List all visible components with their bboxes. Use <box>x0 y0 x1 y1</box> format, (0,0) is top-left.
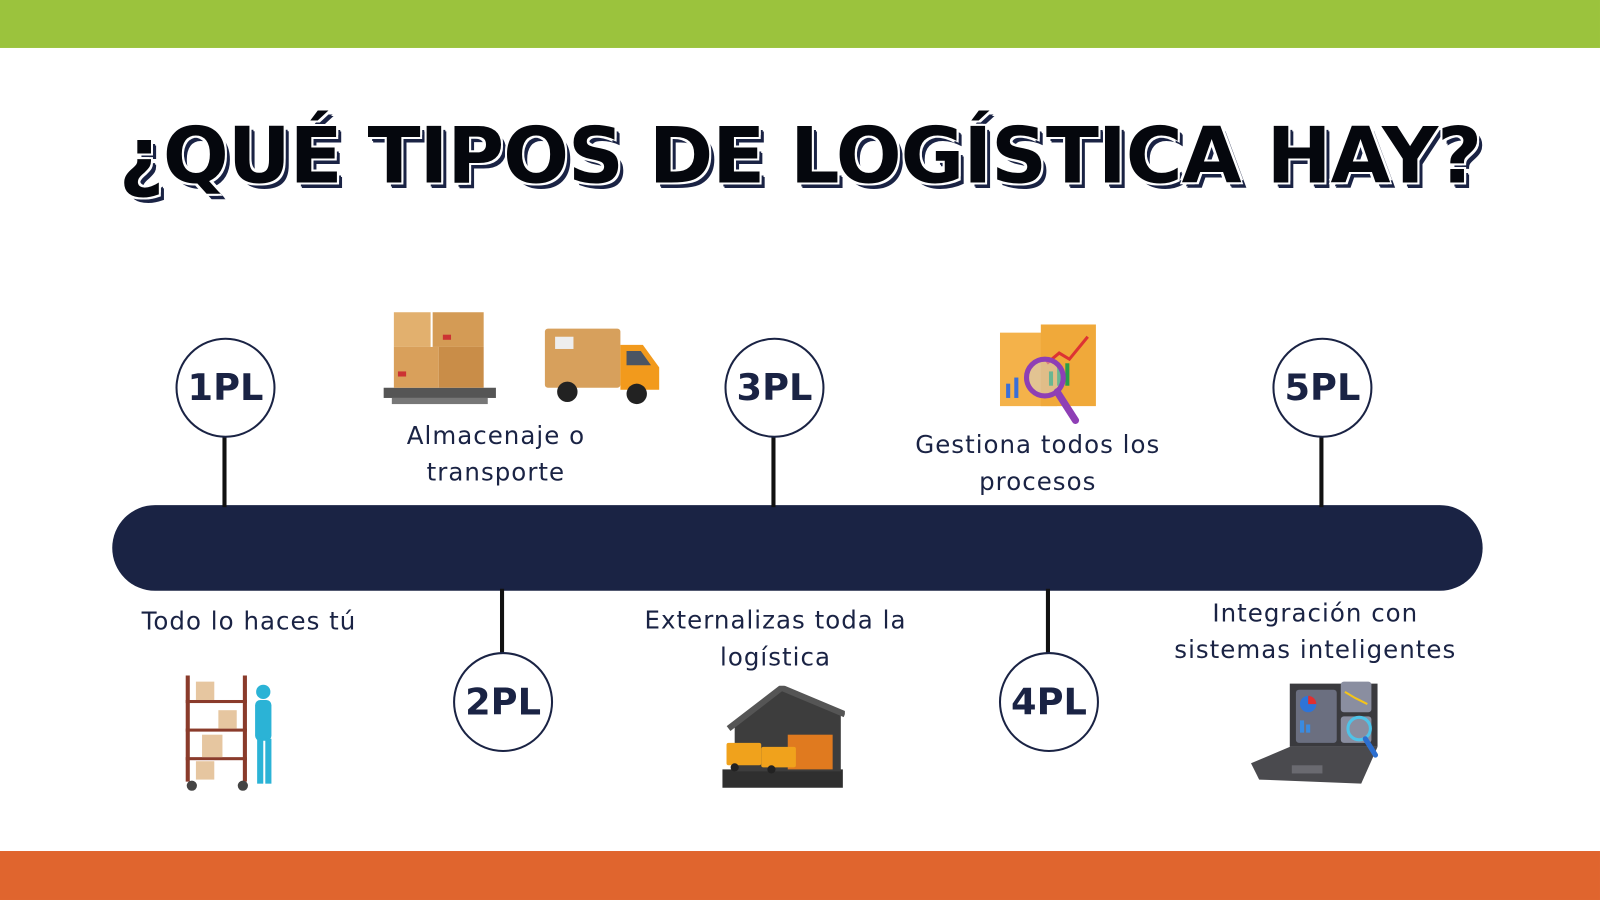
top-accent-bar <box>0 0 1600 48</box>
stem-1pl <box>222 433 227 508</box>
timeline-bar <box>112 505 1483 591</box>
level-4pl-circle: 4PL <box>998 652 1099 753</box>
stem-5pl <box>1319 433 1324 508</box>
warehouse-icon <box>720 685 845 792</box>
bottom-accent-bar <box>0 851 1600 900</box>
stem-2pl <box>499 588 505 655</box>
level-1pl-circle: 1PL <box>175 337 276 438</box>
level-4pl-description: Gestiona todos los procesos <box>915 430 1161 496</box>
page-title: ¿QUÉ TIPOS DE LOGÍSTICA HAY? <box>118 110 1482 202</box>
laptop-analytics-icon <box>1249 678 1384 788</box>
level-5pl-circle: 5PL <box>1272 337 1373 438</box>
level-2pl-description: Almacenaje o transporte <box>406 421 586 487</box>
report-analysis-icon <box>996 322 1102 424</box>
warehouse-worker-icon <box>182 671 284 791</box>
stem-3pl <box>771 433 776 508</box>
stem-4pl <box>1045 588 1050 655</box>
level-3pl-description: Externalizas toda la logística <box>644 606 907 672</box>
delivery-truck-icon <box>543 322 663 406</box>
level-2pl-circle: 2PL <box>453 652 554 753</box>
pallet-boxes-icon <box>382 310 498 408</box>
level-5pl-description: Integración con sistemas inteligentes <box>1174 598 1457 665</box>
level-1pl-description: Todo lo haces tú <box>141 607 357 636</box>
level-3pl-circle: 3PL <box>724 337 825 438</box>
